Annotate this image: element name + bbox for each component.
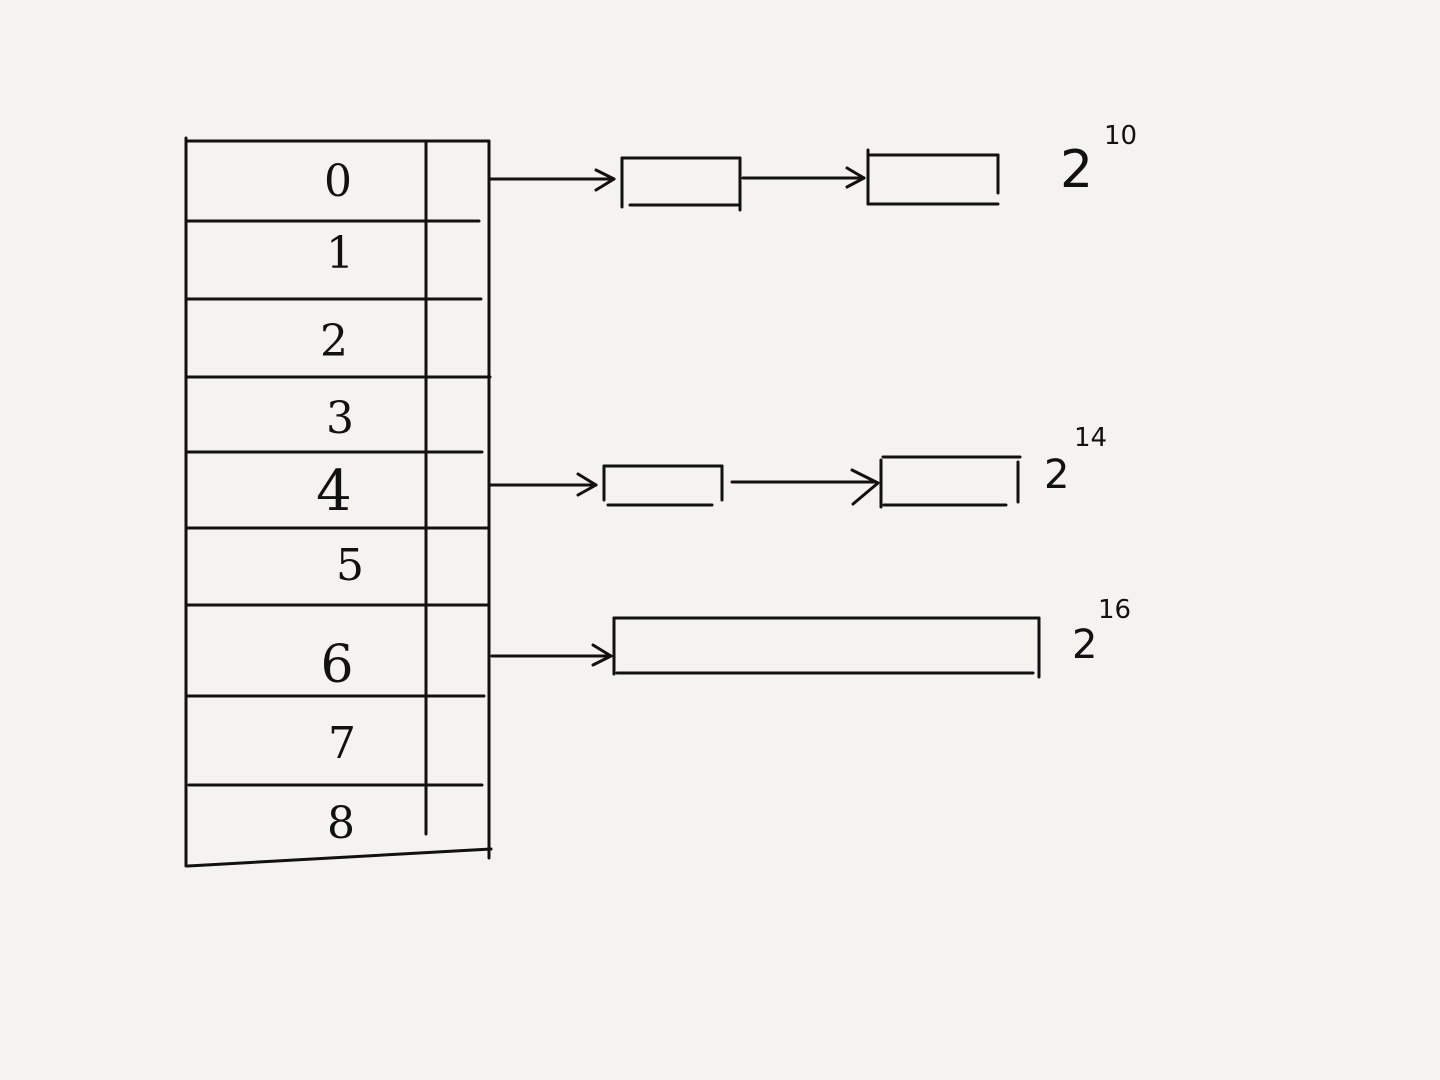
size-label-base: 2 [1060, 140, 1093, 200]
table-bottom-border [186, 847, 493, 868]
bucket-index: 6 [320, 635, 353, 695]
arrow-head [845, 166, 866, 189]
bucket-index: 1 [326, 228, 354, 279]
chain-bucket-4: 2 14 [488, 423, 1107, 509]
size-label-exponent: 10 [1104, 121, 1137, 151]
chain-node [866, 148, 1000, 206]
bucket-index: 4 [316, 459, 352, 524]
size-label-base: 2 [1044, 452, 1069, 498]
bucket-index: 3 [326, 393, 354, 444]
arrow-head [850, 468, 880, 506]
chain-node [602, 464, 724, 507]
chain-node [620, 156, 742, 212]
chain-node [612, 616, 1041, 679]
size-label: 2 10 [1060, 121, 1137, 200]
size-label: 2 16 [1072, 595, 1131, 668]
size-label: 2 14 [1044, 423, 1107, 498]
bucket-index: 8 [327, 798, 355, 849]
arrow-head [576, 472, 598, 497]
size-label-exponent: 14 [1074, 423, 1107, 453]
bucket-index: 7 [328, 718, 356, 769]
chain-bucket-6: 2 16 [490, 595, 1131, 679]
size-label-exponent: 16 [1098, 595, 1131, 625]
size-label-base: 2 [1072, 622, 1097, 668]
arrow-head [594, 168, 616, 192]
chain-bucket-0: 2 10 [488, 121, 1137, 212]
bucket-index: 0 [324, 156, 352, 207]
bucket-index: 2 [320, 316, 348, 367]
chain-node [879, 455, 1022, 509]
arrow-head [591, 643, 613, 667]
bucket-table: 0 1 2 3 4 5 6 7 8 [184, 136, 493, 868]
bucket-index: 5 [336, 540, 364, 591]
